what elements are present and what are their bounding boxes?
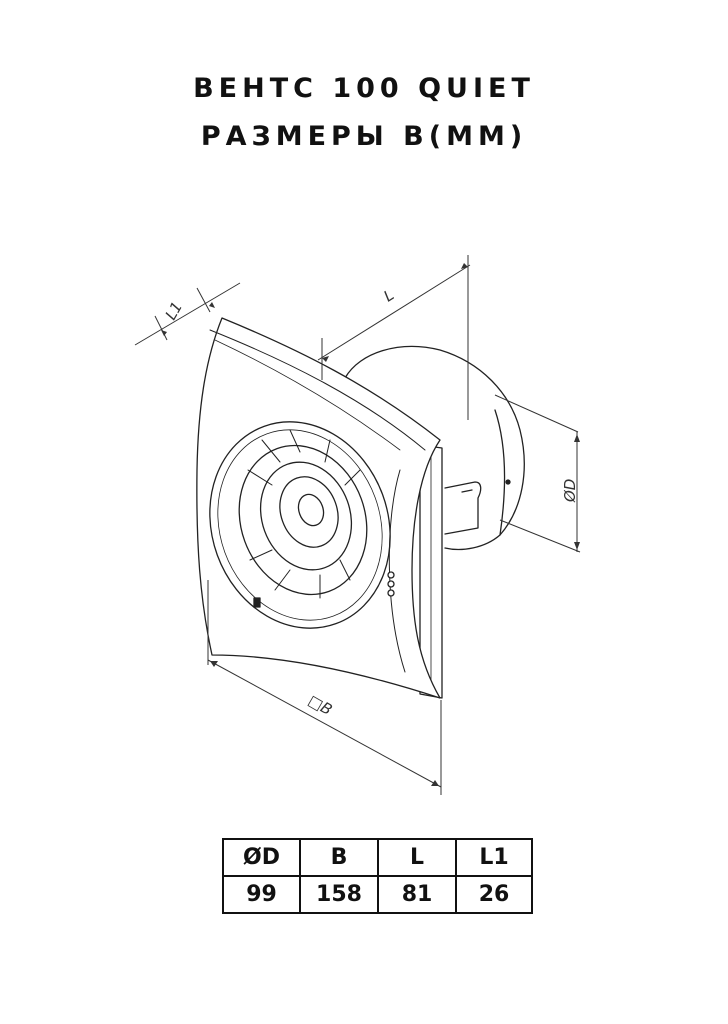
label-l1: L1	[162, 299, 187, 324]
header-l1: L1	[455, 838, 533, 877]
table-header-row: ØD B L L1	[222, 838, 533, 877]
value-l: 81	[377, 875, 457, 914]
table-value-row: 99 158 81 26	[222, 875, 533, 914]
value-d: 99	[222, 875, 301, 914]
dimension-arrows	[161, 263, 580, 786]
dimensions-table: ØD B L L1 99 158 81 26	[222, 838, 533, 914]
header-d: ØD	[222, 838, 301, 877]
value-l1: 26	[455, 875, 533, 914]
label-d: ØD	[561, 479, 579, 503]
pipe-tab	[444, 481, 482, 535]
header-b: B	[299, 838, 379, 877]
grille-outer	[209, 421, 391, 629]
header-l: L	[377, 838, 457, 877]
value-b: 158	[299, 875, 379, 914]
label-l: L	[380, 286, 397, 306]
title-line-2: РАЗМЕРЫ В(ММ)	[200, 121, 528, 152]
dimension-lines	[134, 255, 581, 795]
title-line-1: ВЕНТС 100 QUIET	[193, 73, 535, 104]
